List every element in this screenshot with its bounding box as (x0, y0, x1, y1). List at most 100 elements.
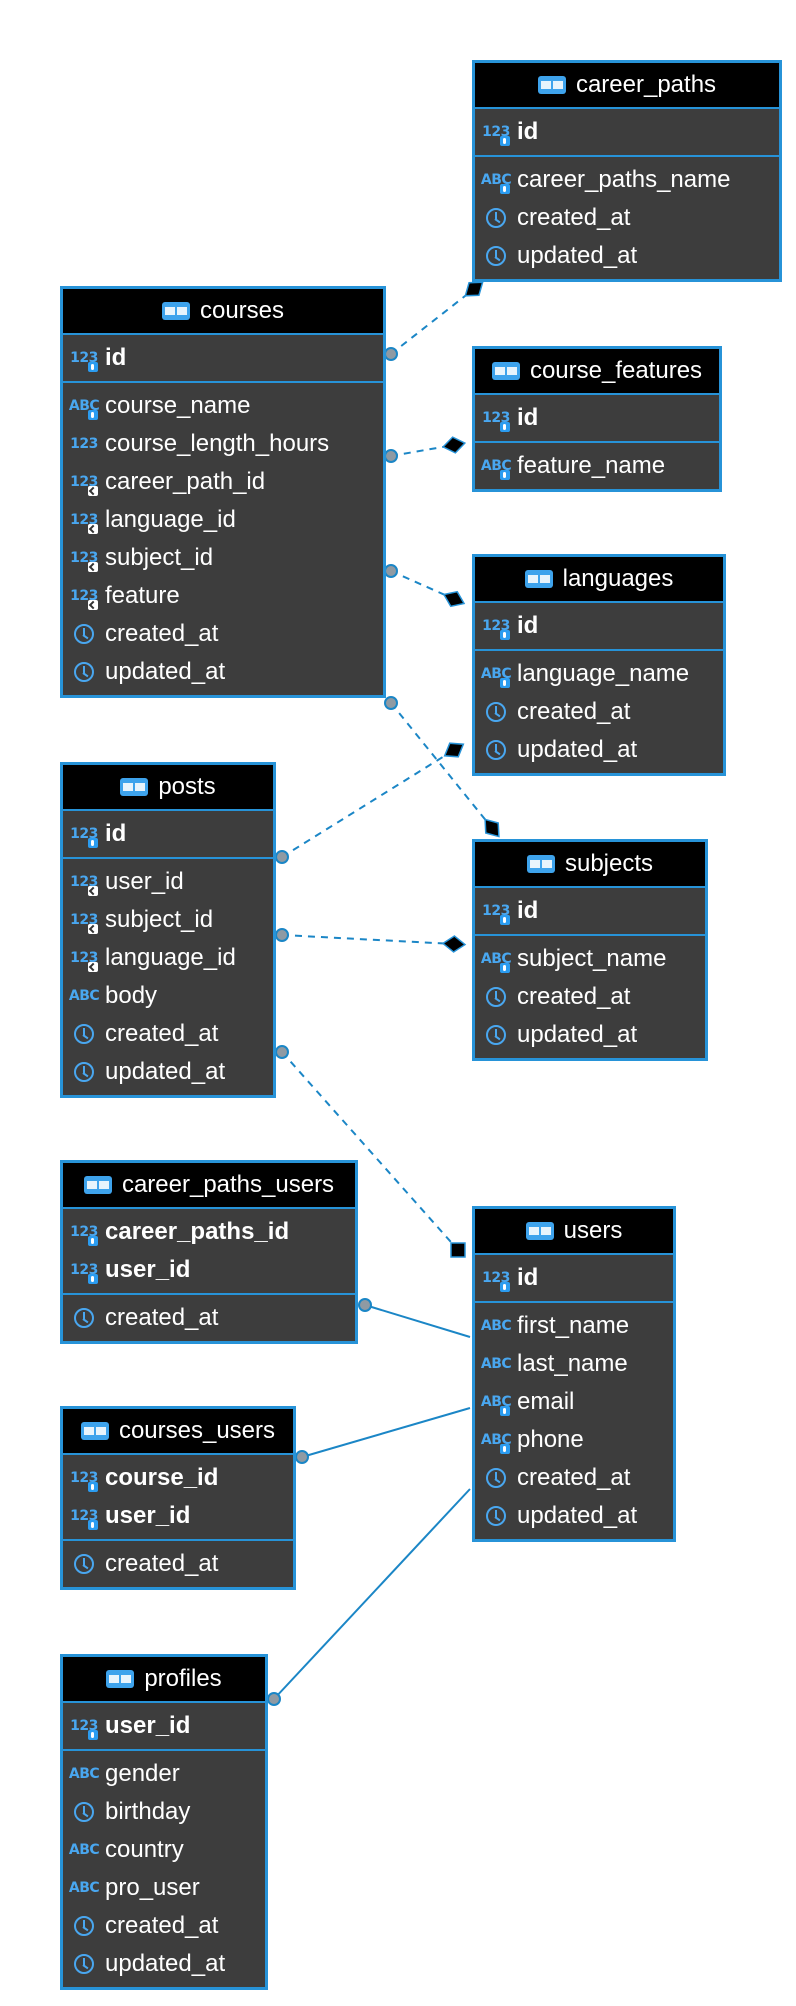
relation-career-paths-users-to-users[interactable] (358, 1298, 471, 1338)
foreign-key-icon (88, 600, 98, 610)
column-name: updated_at (517, 736, 638, 763)
column-row[interactable]: created_at (63, 1299, 355, 1337)
table-header[interactable]: courses (63, 289, 383, 335)
column-row[interactable]: birthday (63, 1793, 265, 1831)
columns-section: created_at (63, 1295, 355, 1341)
column-row[interactable]: created_at (475, 693, 723, 731)
relation-posts-to-users[interactable] (275, 1045, 466, 1258)
relation-courses-to-career-paths[interactable] (384, 276, 488, 361)
table-header[interactable]: career_paths (475, 63, 779, 109)
column-row[interactable]: updated_at (475, 237, 779, 275)
numeric-type-icon: 123 (69, 1504, 99, 1530)
relation-start-dot (295, 1450, 309, 1464)
foreign-key-icon (88, 486, 98, 496)
column-row[interactable]: updated_at (63, 653, 383, 691)
clock-face (74, 1916, 94, 1936)
column-row[interactable]: created_at (63, 1907, 265, 1945)
text-type-icon: ABC (69, 394, 100, 420)
column-row[interactable]: created_at (63, 615, 383, 653)
relation-end-diamond (441, 436, 467, 454)
relation-courses-users-to-users[interactable] (295, 1407, 471, 1464)
column-row[interactable]: created_at (475, 978, 705, 1016)
text-type-icon: ABC (481, 454, 512, 480)
table-header[interactable]: languages (475, 557, 723, 603)
column-row[interactable]: created_at (63, 1545, 293, 1583)
numeric-type-icon: 123 (69, 508, 99, 534)
table-header[interactable]: course_features (475, 349, 719, 395)
table-header[interactable]: profiles (63, 1657, 265, 1703)
column-row[interactable]: created_at (475, 199, 779, 237)
relation-end-diamond (441, 935, 467, 953)
column-row[interactable]: updated_at (63, 1945, 265, 1983)
table-header[interactable]: subjects (475, 842, 705, 888)
table-header[interactable]: career_paths_users (63, 1163, 355, 1209)
column-name: user_id (105, 1712, 191, 1739)
relation-posts-to-languages[interactable] (275, 737, 468, 864)
column-row[interactable]: created_at (475, 1459, 673, 1497)
table-header[interactable]: posts (63, 765, 273, 811)
relation-posts-to-subjects[interactable] (275, 928, 467, 953)
clock-icon (481, 1466, 511, 1490)
column-row[interactable]: created_at (63, 1015, 273, 1053)
column-row[interactable]: updated_at (475, 731, 723, 769)
column-name: created_at (105, 1020, 219, 1047)
relation-courses-to-subjects[interactable] (384, 696, 505, 842)
table-header[interactable]: courses_users (63, 1409, 293, 1455)
key-icon (500, 915, 510, 925)
column-row[interactable]: updated_at (63, 1053, 273, 1091)
relation-profiles-to-users[interactable] (267, 1488, 471, 1706)
relation-courses-to-languages[interactable] (384, 564, 467, 611)
column-row[interactable]: updated_at (475, 1016, 705, 1054)
table-header[interactable]: users (475, 1209, 673, 1255)
column-row[interactable]: updated_at (475, 1497, 673, 1535)
relation-courses-to-course-features[interactable] (384, 435, 467, 463)
column-name: phone (517, 1426, 584, 1453)
